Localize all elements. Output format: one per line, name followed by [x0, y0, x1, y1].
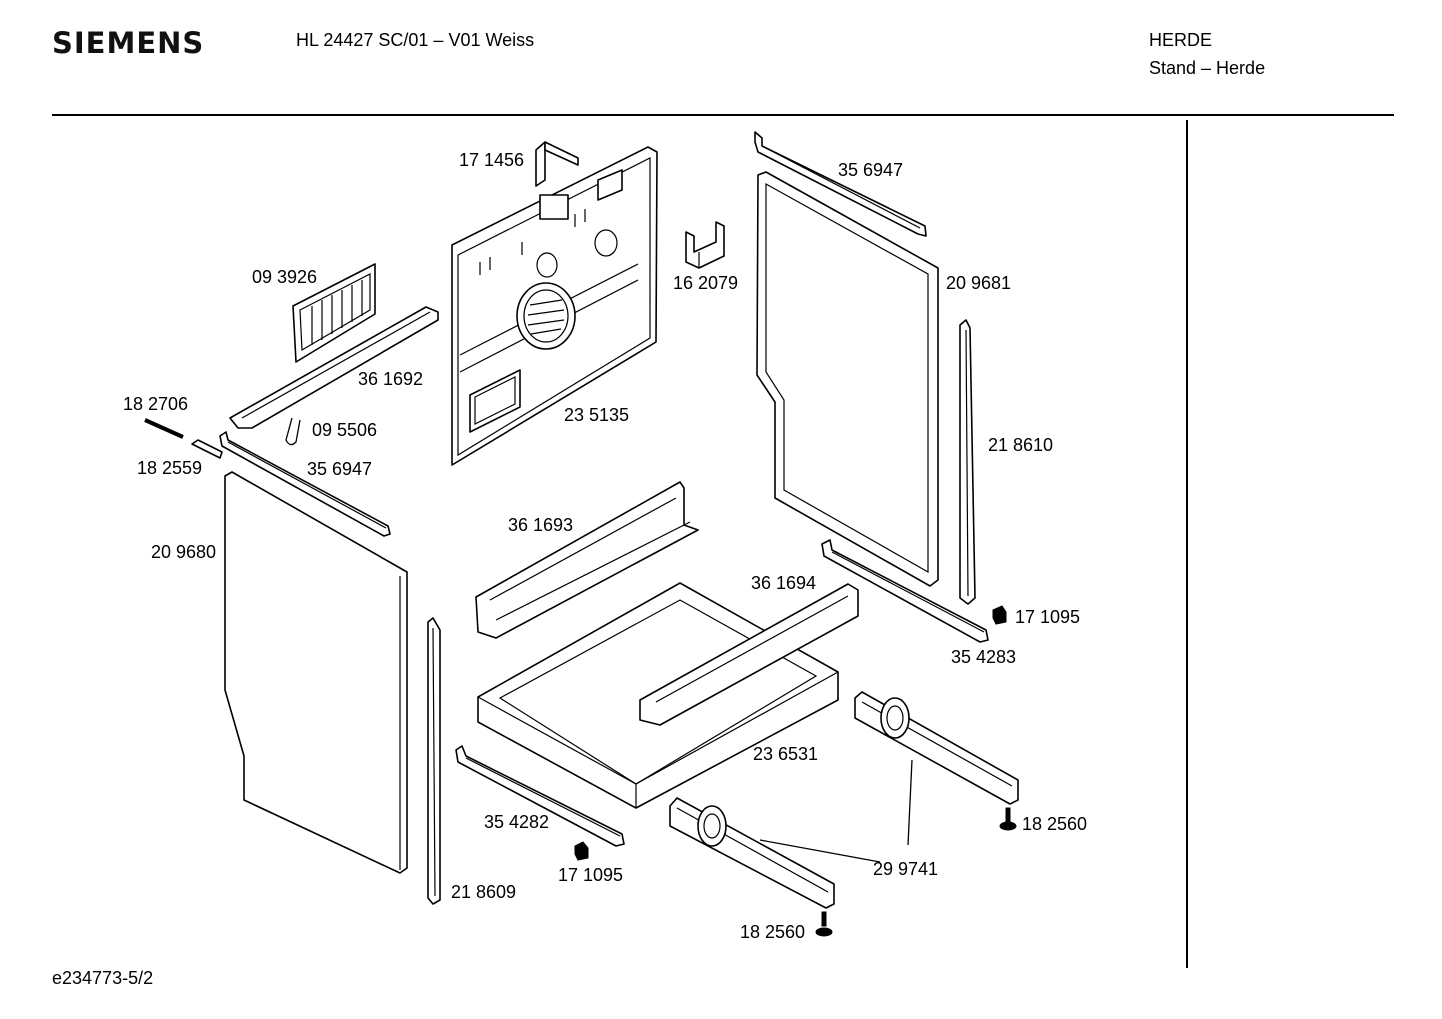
part-label: 20 9681	[946, 273, 1011, 293]
grille-093926-drawing	[292, 263, 376, 363]
part-label: 35 6947	[838, 160, 903, 180]
back-panel-drawing	[451, 146, 658, 466]
document-id: e234773-5/2	[52, 968, 154, 988]
foot-182560-right-drawing	[999, 807, 1017, 831]
pin-182706-drawing	[144, 418, 184, 439]
part-label: 17 1095	[1015, 607, 1080, 627]
rail-356947-top-drawing	[754, 131, 927, 237]
strip-218609-drawing	[427, 617, 441, 905]
part-label: 09 5506	[312, 420, 377, 440]
clip-171095-lower-drawing	[574, 841, 589, 861]
header-divider	[52, 114, 1394, 116]
strip-218610-drawing	[959, 319, 976, 605]
part-label: 23 6531	[753, 744, 818, 764]
wheel-rail-left-drawing	[669, 797, 835, 909]
part-label: 36 1694	[751, 573, 816, 593]
wheel-rail-right-drawing	[854, 691, 1019, 805]
part-label: 35 4282	[484, 812, 549, 832]
sidebar-divider	[1186, 120, 1188, 968]
brand-logo: SIEMENS	[52, 26, 205, 60]
part-label: 35 4283	[951, 647, 1016, 667]
part-label: 18 2559	[137, 458, 202, 478]
rail-354282-drawing	[455, 745, 625, 847]
subcategory-label: Stand – Herde	[1149, 58, 1266, 78]
rail-361692-drawing	[229, 306, 439, 429]
part-label: 17 1095	[558, 865, 623, 885]
bracket-162079-drawing	[685, 221, 725, 269]
part-label: 36 1693	[508, 515, 573, 535]
rail-361693-drawing	[475, 481, 699, 639]
part-label: 18 2560	[1022, 814, 1087, 834]
frame-209681-drawing	[756, 171, 939, 587]
leader-lines-299741	[759, 759, 913, 863]
part-label: 35 6947	[307, 459, 372, 479]
side-panel-209680-drawing	[224, 471, 408, 874]
clip-171095-right-drawing	[992, 605, 1007, 625]
rail-361694-drawing	[639, 583, 859, 726]
part-label: 23 5135	[564, 405, 629, 425]
part-label: 21 8610	[988, 435, 1053, 455]
clip-182559-drawing	[191, 439, 223, 459]
part-label: 36 1692	[358, 369, 423, 389]
part-label: 18 2560	[740, 922, 805, 942]
category-label: HERDE	[1149, 30, 1213, 50]
rail-356947-lower-drawing	[219, 431, 391, 537]
hook-095506-drawing	[285, 417, 301, 446]
part-label: 17 1456	[459, 150, 524, 170]
rail-354283-drawing	[821, 539, 989, 643]
part-label: 09 3926	[252, 267, 317, 287]
part-label: 21 8609	[451, 882, 516, 902]
model-title: HL 24427 SC/01 – V01 Weiss	[296, 30, 535, 50]
part-label: 18 2706	[123, 394, 188, 414]
bracket-171456-drawing	[535, 141, 579, 187]
part-label: 20 9680	[151, 542, 216, 562]
part-label: 16 2079	[673, 273, 738, 293]
foot-182560-left-drawing	[815, 911, 833, 937]
part-label: 29 9741	[873, 859, 938, 879]
